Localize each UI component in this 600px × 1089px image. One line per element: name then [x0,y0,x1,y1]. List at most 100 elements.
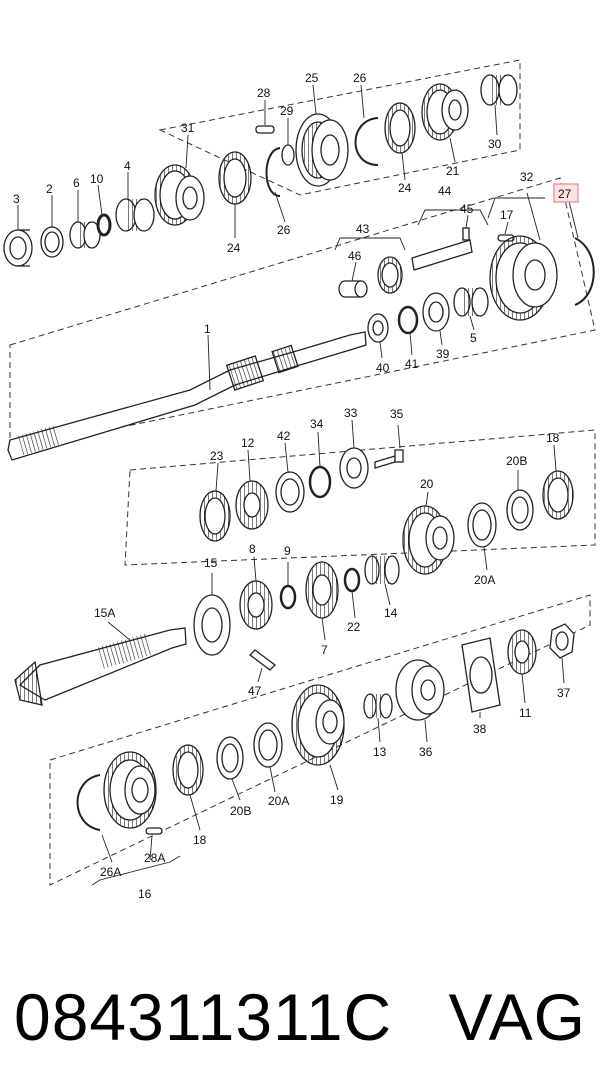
part-9-circlip [279,584,297,610]
part-38-cover-plate [461,637,501,713]
part-40-bearing [367,313,389,343]
label-12: 12 [241,436,255,450]
part-30-bearing [480,74,518,106]
leader-lines [17,84,579,863]
part-21-gear [421,83,469,141]
label-36: 36 [419,745,433,759]
part-26a-circlip [76,774,101,831]
label-3: 3 [13,192,20,206]
exploded-gearbox-diagram: 3 2 6 10 4 31 24 28 29 26 25 26 24 21 30… [3,59,596,901]
main-shaft-group [7,227,595,461]
label-28a: 28A [144,851,165,865]
label-20b-b: 20B [230,804,251,818]
bottom-row-parts [76,623,575,835]
part-20a-ring-b [253,722,283,768]
label-41: 41 [405,357,419,371]
part-5-bearing [453,287,489,317]
part-23-synchro [199,490,231,542]
part-6-needle-bearing [69,221,101,249]
top-row-parts [3,74,518,267]
part-3-bearing-race [3,229,33,267]
label-5: 5 [470,331,477,345]
label-2: 2 [46,182,53,196]
label-26a: 26A [100,865,121,879]
label-38: 38 [473,722,487,736]
second-shaft-upper-parts [199,447,574,575]
part-20a-ring [467,502,497,548]
part-20b-ring-b [216,736,244,780]
part-15a-pinion-shaft [14,627,187,706]
label-44: 44 [438,184,452,198]
label-40: 40 [376,361,390,375]
label-11: 11 [519,706,532,720]
label-31: 31 [181,121,195,135]
label-43: 43 [356,222,370,236]
part-39-washer [422,292,450,332]
label-45: 45 [460,202,474,216]
label-23: 23 [210,449,224,463]
part-10-circlip [96,213,112,237]
label-37: 37 [557,686,571,700]
part-41-ring [397,305,419,335]
label-28: 28 [257,86,271,100]
part-31-gear [154,164,205,226]
part-16-gear [103,751,157,829]
group-frames [9,59,596,886]
label-35: 35 [390,407,404,421]
label-17: 17 [500,208,514,222]
second-shaft-lower-parts [14,555,400,706]
part-28a-key [145,827,163,835]
part-24-synchro-ring [218,151,252,205]
label-13: 13 [373,745,387,759]
part-footer: 084311311C VAG [14,962,586,1072]
label-19: 19 [330,793,344,807]
part-24-synchro-ring-b [384,102,416,154]
part-27-circlip [574,237,595,306]
part-15-bearing [193,594,231,656]
label-32: 32 [520,170,534,184]
label-18-b: 18 [193,833,207,847]
label-25: 25 [305,71,319,85]
part-19-gear [291,684,345,766]
label-16: 16 [138,887,152,901]
label-24-b: 24 [398,181,412,195]
part-33-bearing [339,447,369,489]
label-4: 4 [124,159,131,173]
part-18-synchro-b [172,744,204,796]
label-24-a: 24 [227,241,241,255]
label-20a-b: 20A [268,794,289,808]
label-33: 33 [344,406,358,420]
part-32-gear [489,235,558,321]
label-27: 27 [558,187,572,201]
label-30: 30 [488,137,502,151]
part-28-key [255,125,275,134]
part-20b-ring [506,489,534,531]
label-34: 34 [310,417,324,431]
part-11-gear [507,629,537,675]
label-26-a: 26 [277,223,291,237]
part-12-gear [235,480,269,530]
part-2-ring [40,226,64,258]
label-brackets [91,197,545,886]
label-39: 39 [436,347,450,361]
part-35-bolt [374,449,404,469]
part-22-circlip [343,567,361,593]
part-26-circlip [265,147,281,197]
label-8: 8 [249,542,256,556]
part-29-spring [281,144,295,166]
part-36-flange [395,659,445,721]
part-1-shaft [7,331,367,461]
label-26-b: 26 [353,71,367,85]
label-21: 21 [446,164,460,178]
part-number: 084311311C [14,980,393,1054]
label-46: 46 [348,249,362,263]
label-20: 20 [420,477,434,491]
label-18-a: 18 [546,431,560,445]
part-14-needle-bearing [364,555,400,585]
part-42-washer [275,471,305,513]
highlight-box-27 [553,183,579,203]
part-7-gear [305,561,339,619]
part-18-synchro [542,470,574,520]
part-26-circlip-b [354,117,379,166]
